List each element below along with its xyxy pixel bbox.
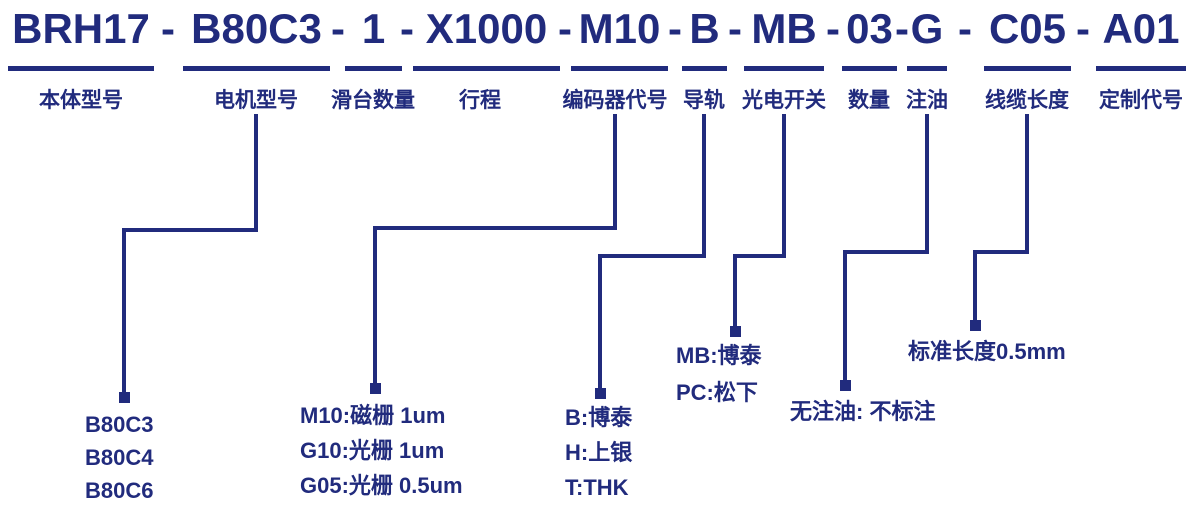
segment-label-stroke: 行程 xyxy=(459,89,501,112)
connector-encoder-line xyxy=(613,114,617,230)
code-separator: - xyxy=(958,5,972,52)
code-segment-body: BRH17 xyxy=(12,5,150,52)
segment-underline xyxy=(345,66,402,71)
legend-item: M10:磁栅 1um xyxy=(300,403,446,428)
code-separator: - xyxy=(400,5,414,52)
code-separator: - xyxy=(668,5,682,52)
segment-underline xyxy=(744,66,824,71)
code-segment-slides: 1 xyxy=(361,5,386,52)
legend-item: H:上银 xyxy=(565,440,633,465)
code-separator: - xyxy=(728,5,742,52)
segment-underline xyxy=(413,66,560,71)
legend-item: PC:松下 xyxy=(676,380,758,405)
segment-underline xyxy=(984,66,1071,71)
legend-item: B80C3 xyxy=(85,412,154,437)
code-segment-encoder: M10 xyxy=(578,5,661,52)
connector-switch-endpoint xyxy=(730,326,741,337)
connector-switch-line xyxy=(782,114,786,258)
segment-label-slides: 滑台数量 xyxy=(331,89,415,112)
note-oil: 无注油: 不标注 xyxy=(790,399,936,424)
segment-underline xyxy=(8,66,154,71)
segment-underline xyxy=(183,66,330,71)
segment-label-custom: 定制代号 xyxy=(1099,89,1183,112)
code-segment-switch: MB xyxy=(751,5,817,52)
connector-motor-line xyxy=(122,228,126,398)
connector-motor-line xyxy=(254,114,258,232)
connector-guide-line xyxy=(702,114,706,258)
connector-cable-endpoint xyxy=(970,320,981,331)
legend-guide-rails: B:博泰 H:上银 T:THK xyxy=(565,400,632,505)
code-segment-custom: A01 xyxy=(1102,5,1180,52)
legend-item: G05:光栅 0.5um xyxy=(300,473,463,498)
legend-encoder-codes: M10:磁栅 1um G10:光栅 1um G05:光栅 0.5um xyxy=(300,398,463,503)
code-separator: - xyxy=(161,5,175,52)
code-segment-cable: C05 xyxy=(988,5,1067,52)
legend-item: T:THK xyxy=(565,475,629,500)
segment-underline xyxy=(571,66,668,71)
segment-underline xyxy=(682,66,727,71)
connector-oil-line xyxy=(843,250,847,386)
legend-item: B80C6 xyxy=(85,478,154,503)
segment-underline xyxy=(1096,66,1186,71)
code-segment-motor: B80C3 xyxy=(191,5,322,52)
connector-cable-line xyxy=(973,250,977,326)
legend-item: G10:光栅 1um xyxy=(300,438,445,463)
connector-switch-line xyxy=(733,254,737,332)
code-separator: - xyxy=(895,5,909,52)
segment-label-guide: 导轨 xyxy=(683,89,725,112)
code-separator: - xyxy=(826,5,840,52)
connector-guide-line xyxy=(598,254,602,394)
connector-cable-line xyxy=(1025,114,1029,254)
code-segment-stroke: X1000 xyxy=(425,5,548,52)
note-cable-length: 标准长度0.5mm xyxy=(908,339,1066,364)
connector-encoder-line xyxy=(373,226,617,230)
code-segment-guide: B xyxy=(689,5,720,52)
segment-label-oil: 注油 xyxy=(906,89,948,112)
legend-motor-models: B80C3 B80C4 B80C6 xyxy=(85,408,153,507)
segment-underline xyxy=(907,66,947,71)
legend-item: MB:博泰 xyxy=(676,343,762,368)
segment-label-motor: 电机型号 xyxy=(214,89,298,112)
connector-cable-line xyxy=(973,250,1029,254)
connector-guide-endpoint xyxy=(595,388,606,399)
code-separator: - xyxy=(558,5,572,52)
segment-label-body: 本体型号 xyxy=(39,89,123,112)
code-separator: - xyxy=(331,5,345,52)
connector-motor-line xyxy=(122,228,258,232)
code-separator: - xyxy=(1076,5,1090,52)
connector-guide-line xyxy=(598,254,706,258)
connector-oil-line xyxy=(843,250,929,254)
connector-oil-line xyxy=(925,114,929,254)
connector-motor-endpoint xyxy=(119,392,130,403)
legend-photo-switches: MB:博泰 PC:松下 xyxy=(676,337,762,411)
code-segment-qty: 03 xyxy=(846,5,893,52)
connector-oil-endpoint xyxy=(840,380,851,391)
legend-item: B80C4 xyxy=(85,445,154,470)
connector-encoder-line xyxy=(373,226,377,390)
segment-underline xyxy=(842,66,897,71)
segment-label-qty: 数量 xyxy=(848,89,890,112)
code-segment-oil: G xyxy=(910,5,944,52)
connector-switch-line xyxy=(733,254,786,258)
connector-encoder-endpoint xyxy=(370,383,381,394)
segment-label-encoder: 编码器代号 xyxy=(562,89,668,112)
segment-label-cable: 线缆长度 xyxy=(985,89,1069,112)
legend-item: B:博泰 xyxy=(565,405,633,430)
segment-label-switch: 光电开关 xyxy=(742,89,826,112)
